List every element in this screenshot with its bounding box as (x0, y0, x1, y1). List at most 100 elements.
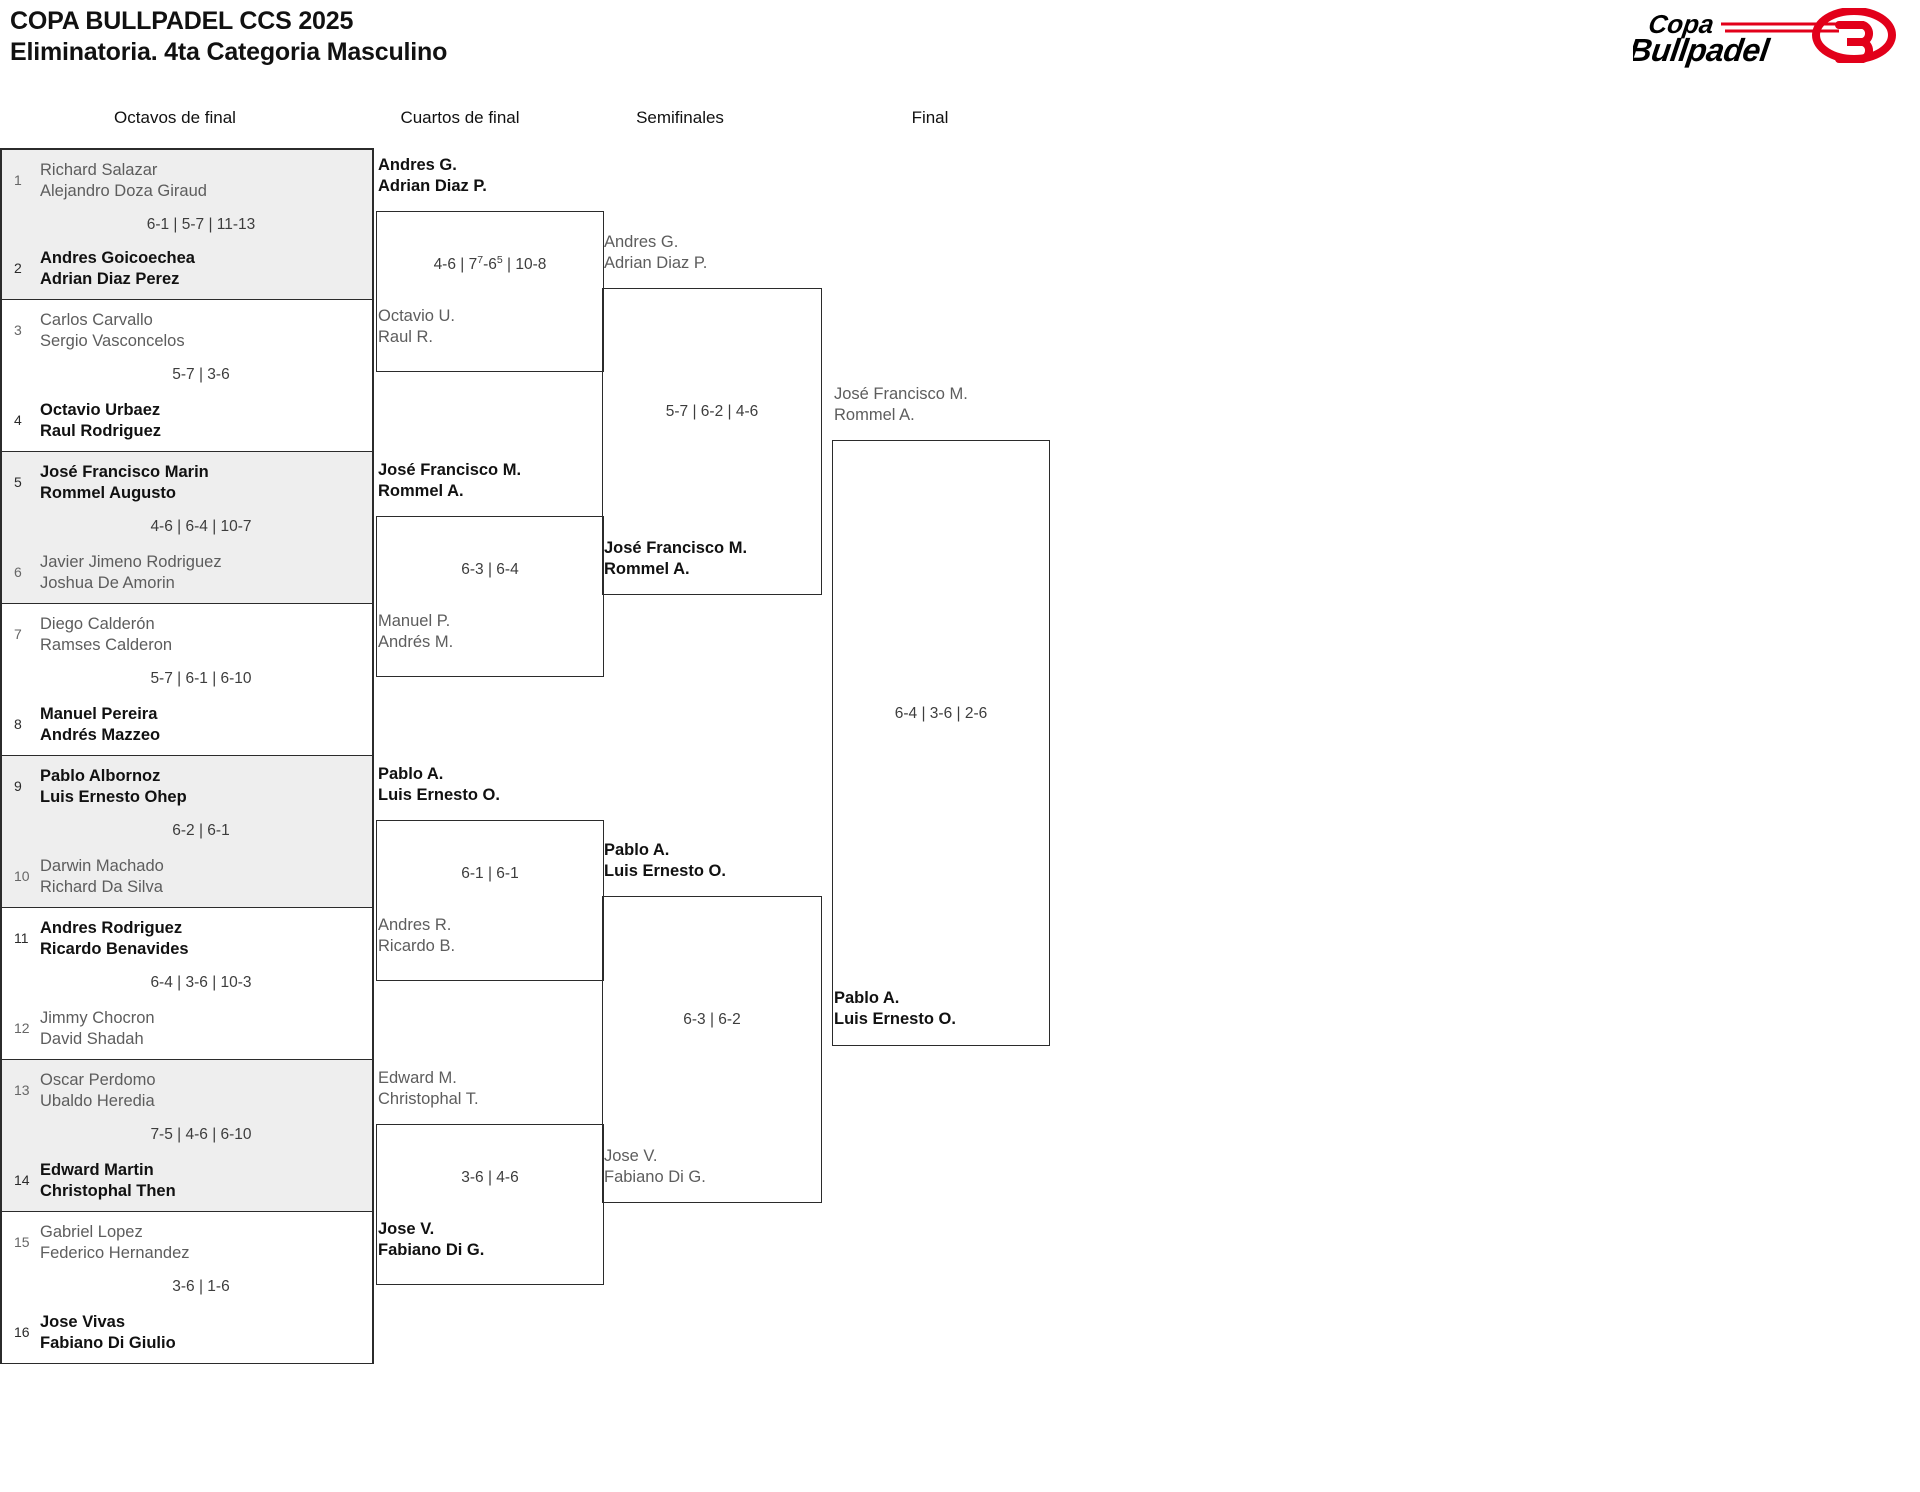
match-score: 5-7 | 6-1 | 6-10 (150, 670, 252, 687)
player-name: Jimmy Chocron (40, 1009, 155, 1027)
player-name: Christophal Then (40, 1181, 176, 1200)
match-r1-1-bottom-team: 2 Andres Goicoechea Adrian Diaz Perez (14, 248, 364, 289)
player-name: Octavio U. (378, 307, 456, 325)
seed-number: 9 (14, 778, 22, 794)
match-final[interactable]: 6-4 | 3-6 | 2-6 (832, 440, 1050, 1046)
match-r1-7-bottom-team: 14 Edward Martin Christophal Then (14, 1160, 364, 1201)
player-name: Adrian Diaz P. (604, 253, 708, 272)
seed-number: 7 (14, 626, 22, 642)
tournament-name: COPA BULLPADEL CCS 2025 (10, 7, 354, 35)
seed-number: 6 (14, 564, 22, 580)
match-sf-1[interactable]: 5-7 | 6-2 | 4-6 (602, 288, 822, 595)
seed-number: 14 (14, 1172, 30, 1188)
player-name: Andres G. (378, 156, 457, 174)
player-name: Fabiano Di G. (378, 1240, 485, 1259)
player-name: Christophal T. (378, 1089, 479, 1108)
player-name: José Francisco Marin (40, 463, 209, 481)
match-qf-3[interactable]: 6-1 | 6-1 (376, 820, 604, 981)
player-name: Rommel A. (834, 405, 915, 424)
player-name: Luis Ernesto O. (604, 861, 726, 880)
match-r1-5-top-team: 9 Pablo Albornoz Luis Ernesto Ohep (14, 766, 364, 807)
match-r1-4-top-team: 7 Diego Calderón Ramses Calderon (14, 614, 364, 655)
player-name: Edward M. (378, 1069, 457, 1087)
match-r1-6-top-team: 11 Andres Rodriguez Ricardo Benavides (14, 918, 364, 959)
player-name: Andres Rodriguez (40, 919, 183, 937)
player-name: David Shadah (40, 1029, 144, 1048)
player-name: Andres Goicoechea (40, 249, 195, 267)
player-name: Pablo A. (604, 841, 670, 859)
match-r1-6[interactable]: 11 Andres Rodriguez Ricardo Benavides 6-… (0, 908, 374, 1060)
match-r1-3-top-team: 5 José Francisco Marin Rommel Augusto (14, 462, 364, 503)
qf3-bottom-team: Andres R. Ricardo B. (378, 915, 455, 956)
match-score: 5-7 | 6-2 | 4-6 (665, 403, 759, 420)
match-r1-8[interactable]: 15 Gabriel Lopez Federico Hernandez 3-6 … (0, 1212, 374, 1364)
player-name: Jose V. (378, 1220, 435, 1238)
round-header-final: Final (911, 108, 949, 127)
player-name: Andres G. (604, 233, 679, 251)
player-name: Andrés M. (378, 632, 454, 651)
player-name: Oscar Perdomo (40, 1071, 156, 1089)
player-name: Octavio Urbaez (40, 401, 161, 419)
sf2-top-team: Pablo A. Luis Ernesto O. (604, 840, 726, 881)
qf4-bottom-team: Jose V. Fabiano Di G. (378, 1219, 484, 1260)
player-name: Rommel A. (604, 559, 690, 578)
match-r1-2-top-team: 3 Carlos Carvallo Sergio Vasconcelos (14, 310, 364, 351)
match-score: 6-1 | 6-1 (461, 865, 519, 882)
match-qf-2[interactable]: 6-3 | 6-4 (376, 516, 604, 677)
qf1-top-team: Andres G. Adrian Diaz P. (378, 155, 487, 196)
player-name: Ricardo B. (378, 936, 456, 955)
player-name: Richard Da Silva (40, 877, 163, 896)
match-score: 6-3 | 6-4 (461, 561, 519, 578)
player-name: Luis Ernesto Ohep (40, 787, 187, 806)
match-sf-2[interactable]: 6-3 | 6-2 (602, 896, 822, 1203)
player-name: Raul Rodriguez (40, 421, 162, 440)
match-r1-7-top-team: 13 Oscar Perdomo Ubaldo Heredia (14, 1070, 364, 1111)
match-score: 6-1 | 5-7 | 11-13 (146, 216, 256, 233)
player-name: Joshua De Amorin (40, 573, 175, 592)
player-name: Jose Vivas (40, 1313, 126, 1331)
svg-text:Bullpadel: Bullpadel (1633, 32, 1773, 68)
player-name: Edward Martin (40, 1161, 154, 1179)
player-name: Ricardo Benavides (40, 939, 189, 958)
player-name: Jose V. (604, 1147, 658, 1165)
player-name: Ramses Calderon (40, 635, 173, 654)
player-name: Andrés Mazzeo (40, 725, 161, 744)
match-r1-7[interactable]: 13 Oscar Perdomo Ubaldo Heredia 7-5 | 4-… (0, 1060, 374, 1212)
match-score: 4-6 | 6-4 | 10-7 (150, 518, 252, 535)
final-bottom-team: Pablo A. Luis Ernesto O. (834, 988, 956, 1029)
seed-number: 13 (14, 1082, 30, 1098)
player-name: Diego Calderón (40, 615, 155, 633)
match-r1-2[interactable]: 3 Carlos Carvallo Sergio Vasconcelos 5-7… (0, 300, 374, 452)
seed-number: 12 (14, 1020, 30, 1036)
match-r1-2-bottom-team: 4 Octavio Urbaez Raul Rodriguez (14, 400, 364, 441)
player-name: Darwin Machado (40, 857, 164, 875)
player-name: Raul R. (378, 327, 434, 346)
sf1-bottom-team: José Francisco M. Rommel A. (604, 538, 747, 579)
round-header-octavos: Octavos de final (114, 108, 236, 127)
player-name: Ubaldo Heredia (40, 1091, 155, 1110)
qf1-bottom-team: Octavio U. Raul R. (378, 306, 455, 347)
player-name: Fabiano Di Giulio (40, 1333, 176, 1352)
sf2-bottom-team: Jose V. Fabiano Di G. (604, 1146, 706, 1187)
match-r1-3[interactable]: 5 José Francisco Marin Rommel Augusto 4-… (0, 452, 374, 604)
match-score: 3-6 | 4-6 (461, 1169, 519, 1186)
sf1-top-team: Andres G. Adrian Diaz P. (604, 232, 707, 273)
match-qf-1[interactable]: 4-6 | 77-65 | 10-8 (376, 211, 604, 372)
round-header-cuartos: Cuartos de final (400, 108, 520, 127)
player-name: Fabiano Di G. (604, 1167, 706, 1186)
match-r1-1[interactable]: 1 Richard Salazar Alejandro Doza Giraud … (0, 148, 374, 300)
player-name: Carlos Carvallo (40, 311, 153, 329)
seed-number: 1 (14, 172, 22, 188)
player-name: Rommel A. (378, 481, 464, 500)
match-qf-4[interactable]: 3-6 | 4-6 (376, 1124, 604, 1285)
player-name: Pablo A. (378, 765, 444, 783)
seed-number: 4 (14, 412, 22, 428)
match-r1-4[interactable]: 7 Diego Calderón Ramses Calderon 5-7 | 6… (0, 604, 374, 756)
player-name: Luis Ernesto O. (834, 1009, 956, 1028)
match-r1-5-bottom-team: 10 Darwin Machado Richard Da Silva (14, 856, 364, 897)
final-top-team: José Francisco M. Rommel A. (834, 384, 968, 425)
match-r1-5[interactable]: 9 Pablo Albornoz Luis Ernesto Ohep 6-2 |… (0, 756, 374, 908)
player-name: Rommel Augusto (40, 483, 176, 502)
match-r1-8-bottom-team: 16 Jose Vivas Fabiano Di Giulio (14, 1312, 364, 1353)
